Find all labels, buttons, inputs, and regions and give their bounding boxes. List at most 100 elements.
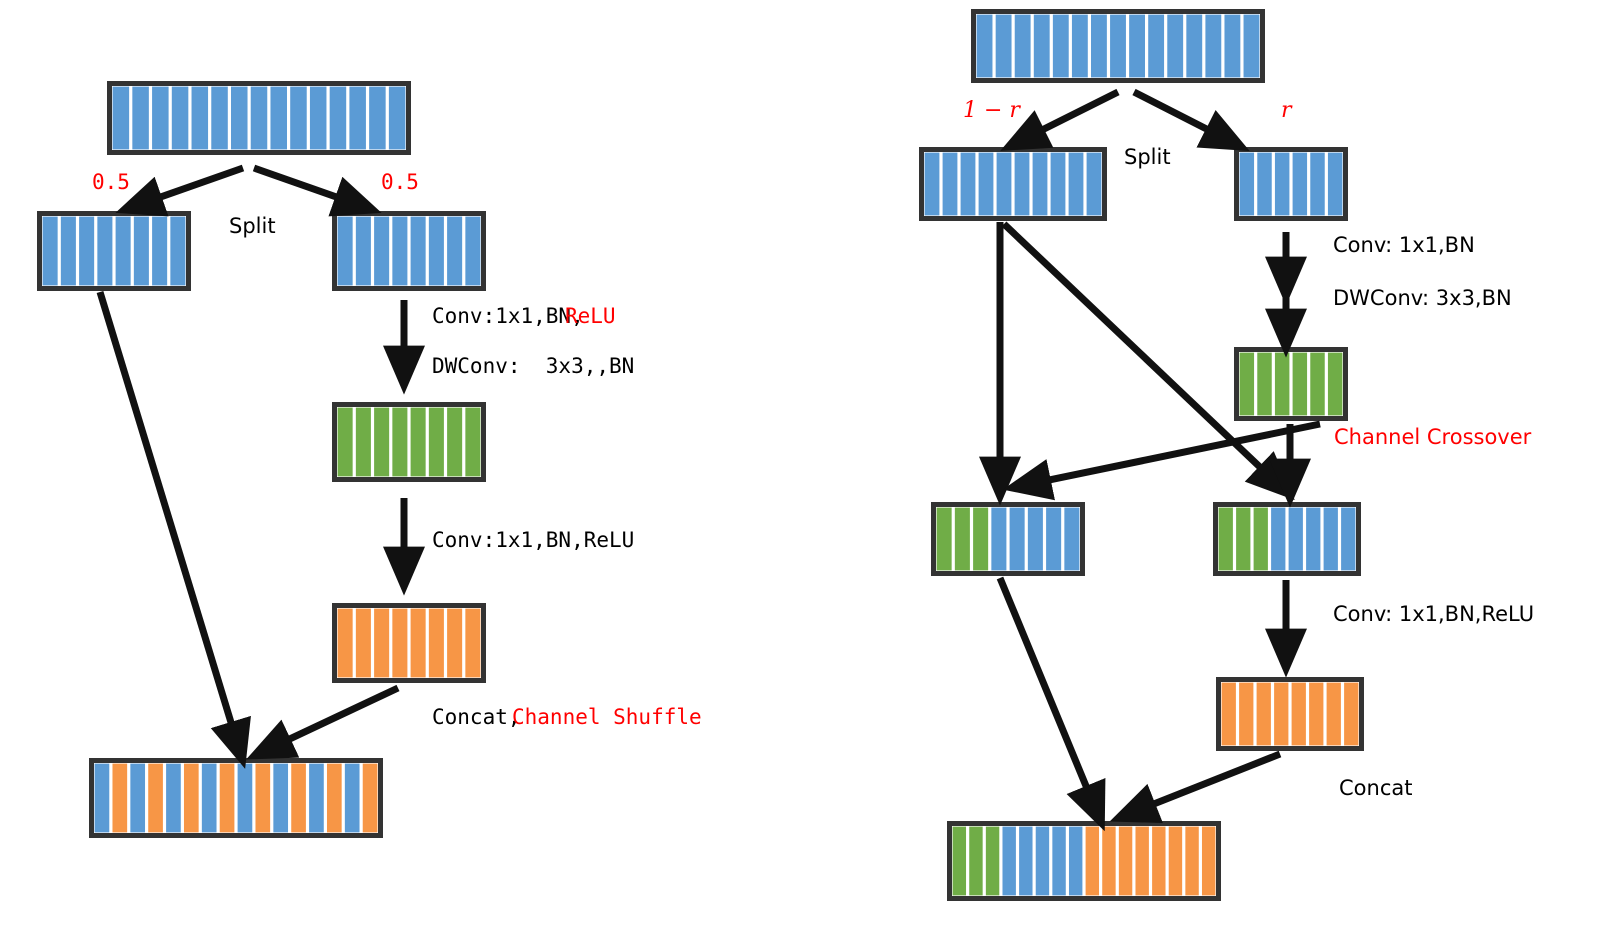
tensor-orange-conv <box>332 603 486 683</box>
tensor-segment <box>191 86 209 150</box>
tensor-segment <box>1327 352 1343 416</box>
tensor-segment <box>344 763 360 833</box>
tensor-segment <box>392 216 408 286</box>
tensor-segment <box>1257 352 1272 416</box>
tensor-segment <box>1086 152 1102 216</box>
left-label-split: Split <box>229 214 276 238</box>
tensor-segment <box>130 763 146 833</box>
tensor-segment <box>133 216 149 286</box>
tensor-segment <box>1167 14 1184 78</box>
tensor-segment <box>1201 826 1216 896</box>
tensor-segment <box>1344 682 1359 746</box>
tensor-split-left <box>37 211 191 291</box>
tensor-segment <box>250 86 268 150</box>
tensor-segment <box>290 86 307 150</box>
tensor-segment <box>1035 826 1050 896</box>
tensor-segment <box>112 763 128 833</box>
tensor-segment <box>132 86 149 150</box>
tensor-cross-right <box>1213 502 1361 576</box>
tensor-segment <box>273 763 289 833</box>
tensor-segment <box>152 216 168 286</box>
tensor-segment <box>1052 826 1066 896</box>
tensor-segment <box>996 152 1012 216</box>
tensor-blocks-group <box>37 9 1364 901</box>
tensor-segment <box>960 152 976 216</box>
right-label-op3: Conv: 1x1,BN,ReLU <box>1333 602 1535 626</box>
right-label-split: Split <box>1124 145 1171 169</box>
tensor-segment <box>1019 826 1033 896</box>
tensor-cross-left <box>931 502 1085 576</box>
tensor-segment <box>309 763 324 833</box>
tensor-output-shuffled <box>89 758 383 838</box>
tensor-segment <box>79 216 95 286</box>
tensor-segment <box>309 86 327 150</box>
tensor-segment <box>355 608 371 678</box>
tensor-segment <box>1148 14 1165 78</box>
tensor-segment <box>97 216 113 286</box>
left-label-op3: Conv:1x1,BN,ReLU <box>432 528 635 552</box>
tensor-segment <box>1224 14 1241 78</box>
tensor-segment <box>447 407 463 477</box>
tensor-segment <box>1221 682 1236 746</box>
tensor-segment <box>392 407 408 477</box>
tensor-segment <box>1102 826 1116 896</box>
tensor-segment <box>447 216 463 286</box>
arrow-cross-left-to-output <box>996 576 1106 832</box>
tensor-segment <box>428 407 444 477</box>
tensor-segment <box>1009 507 1025 571</box>
tensor-segment <box>1186 14 1203 78</box>
tensor-split-left <box>919 147 1107 221</box>
tensor-segment <box>374 216 390 286</box>
left-label-ratio-left: 0.5 <box>92 170 130 194</box>
arrow-split-to-right <box>252 164 382 217</box>
tensor-segment <box>231 86 248 150</box>
tensor-green-dwconv <box>332 402 486 482</box>
tensor-outline <box>332 402 486 482</box>
right-label-crossover: Channel Crossover <box>1334 425 1532 449</box>
left-label-ratio-right: 0.5 <box>381 170 419 194</box>
tensor-input <box>971 9 1265 83</box>
tensor-segment <box>115 216 131 286</box>
tensor-segment <box>166 763 181 833</box>
tensor-segment <box>1014 152 1030 216</box>
tensor-segment <box>1014 14 1031 78</box>
tensor-segment <box>1341 507 1356 571</box>
tensor-segment <box>969 826 983 896</box>
tensor-segment <box>1292 152 1308 216</box>
tensor-segment <box>985 826 1000 896</box>
tensor-segment <box>936 507 952 571</box>
tensor-segment <box>374 407 390 477</box>
right-label-op2: DWConv: 3x3,BN <box>1333 286 1512 310</box>
tensor-segment <box>465 608 481 678</box>
left-label-op2: DWConv: 3x3,,BN <box>432 354 635 378</box>
tensor-segment <box>952 826 967 896</box>
left-label-op1-b: ReLU <box>565 304 616 328</box>
tensor-segment <box>1032 152 1048 216</box>
tensor-segment <box>1046 507 1062 571</box>
tensor-segment <box>1091 14 1107 78</box>
tensor-segment <box>428 608 444 678</box>
tensor-segment <box>362 763 378 833</box>
tensor-segment <box>1274 682 1289 746</box>
tensor-segment <box>978 152 994 216</box>
tensor-segment <box>337 216 353 286</box>
tensor-segment <box>1185 826 1199 896</box>
tensor-segment <box>924 152 940 216</box>
tensor-segment <box>388 86 406 150</box>
tensor-segment <box>291 763 306 833</box>
tensor-segment <box>326 763 342 833</box>
tensor-segment <box>94 763 110 833</box>
left-label-op4-a: Concat, <box>432 705 521 729</box>
tensor-segment <box>1309 682 1324 746</box>
tensor-segment <box>428 216 444 286</box>
tensor-segment <box>337 608 353 678</box>
tensor-segment <box>1253 507 1268 571</box>
arrow-orange-to-output <box>1109 750 1282 823</box>
tensor-outline <box>107 81 411 155</box>
tensor-segment <box>349 86 366 150</box>
tensor-segment <box>255 763 271 833</box>
tensor-segment <box>1033 14 1050 78</box>
tensor-segment <box>1288 507 1303 571</box>
tensor-segment <box>991 507 1007 571</box>
tensor-segment <box>1129 14 1145 78</box>
